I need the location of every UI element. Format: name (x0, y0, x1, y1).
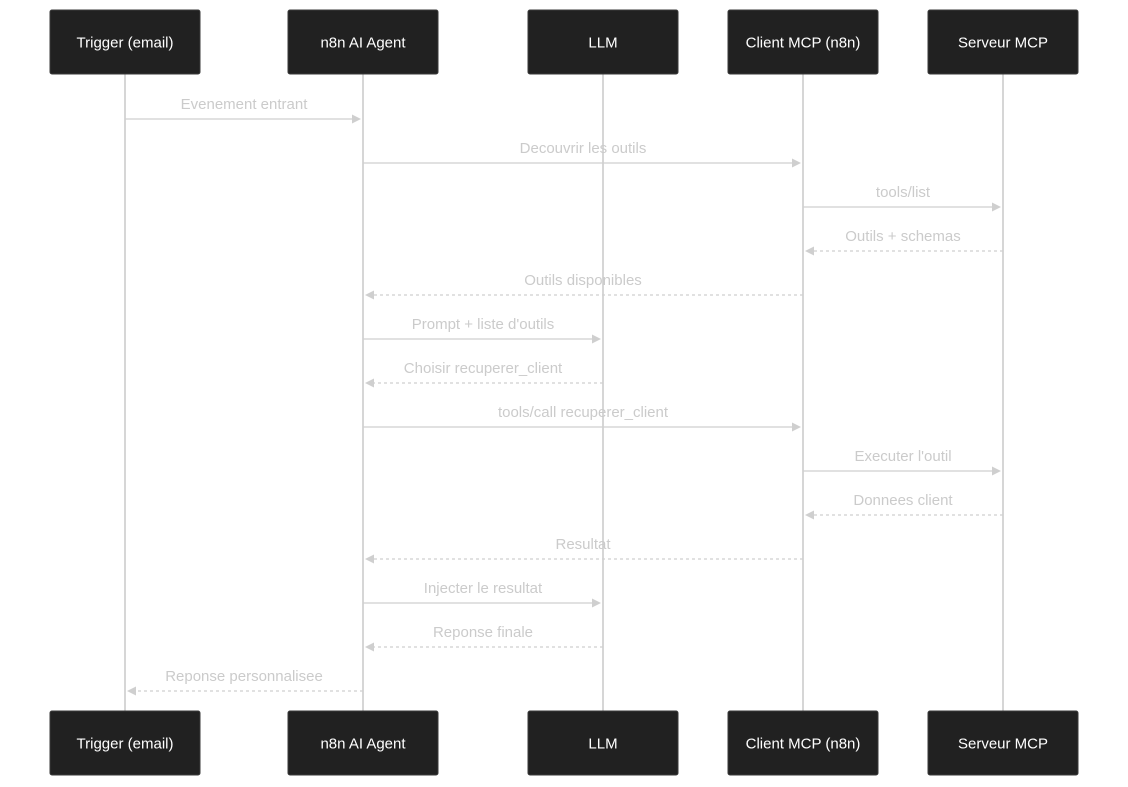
message-label: Evenement entrant (181, 96, 309, 113)
arrowhead-icon (792, 422, 801, 432)
message-label: Resultat (555, 536, 611, 553)
arrowhead-icon (352, 114, 361, 124)
participant-label: Trigger (email) (77, 736, 174, 753)
arrowhead-icon (365, 554, 374, 564)
message-label: tools/list (876, 184, 931, 201)
participant-box (527, 9, 679, 75)
arrowhead-icon (127, 686, 136, 696)
message-9: Executer l'outil (803, 448, 1001, 476)
arrowhead-icon (592, 598, 601, 608)
message-label: Decouvrir les outils (520, 140, 647, 157)
arrowhead-icon (805, 510, 814, 520)
participant-label: n8n AI Agent (320, 35, 406, 52)
message-11: Resultat (365, 536, 803, 564)
message-label: Reponse personnalisee (165, 668, 323, 685)
message-label: Executer l'outil (854, 448, 951, 465)
message-label: Outils + schemas (845, 228, 960, 245)
message-4: Outils + schemas (805, 228, 1003, 256)
message-12: Injecter le resultat (363, 580, 601, 608)
participant-llm-top: LLM (527, 9, 679, 75)
participant-agent-top: n8n AI Agent (287, 9, 439, 75)
participant-label: n8n AI Agent (320, 736, 406, 753)
message-label: tools/call recuperer_client (498, 404, 669, 421)
message-label: Choisir recuperer_client (404, 360, 563, 377)
participant-label: LLM (588, 736, 617, 753)
message-5: Outils disponibles (365, 272, 803, 300)
message-label: Injecter le resultat (424, 580, 543, 597)
arrowhead-icon (365, 378, 374, 388)
participant-server-top: Serveur MCP (927, 9, 1079, 75)
message-10: Donnees client (805, 492, 1003, 520)
message-2: Decouvrir les outils (363, 140, 801, 168)
arrowhead-icon (992, 466, 1001, 476)
message-label: Donnees client (853, 492, 953, 509)
participant-label: LLM (588, 35, 617, 52)
participant-label: Client MCP (n8n) (746, 35, 861, 52)
participant-box (287, 710, 439, 776)
participant-label: Trigger (email) (77, 35, 174, 52)
arrowhead-icon (365, 642, 374, 652)
participant-box (527, 710, 679, 776)
arrowhead-icon (365, 290, 374, 300)
lifelines (124, 74, 1004, 711)
message-13: Reponse finale (365, 624, 603, 652)
arrowhead-icon (592, 334, 601, 344)
participant-server-bottom: Serveur MCP (927, 710, 1079, 776)
message-8: tools/call recuperer_client (363, 404, 801, 432)
arrowhead-icon (992, 202, 1001, 212)
participant-box (49, 9, 201, 75)
message-6: Prompt + liste d'outils (363, 316, 601, 344)
participant-label: Serveur MCP (958, 35, 1048, 52)
participant-label: Serveur MCP (958, 736, 1048, 753)
message-label: Prompt + liste d'outils (412, 316, 555, 333)
participant-llm-bottom: LLM (527, 710, 679, 776)
message-14: Reponse personnalisee (127, 668, 363, 696)
participant-agent-bottom: n8n AI Agent (287, 710, 439, 776)
participant-trigger-top: Trigger (email) (49, 9, 201, 75)
message-label: Reponse finale (433, 624, 533, 641)
message-7: Choisir recuperer_client (365, 360, 603, 388)
participant-client-top: Client MCP (n8n) (727, 9, 879, 75)
message-1: Evenement entrant (125, 96, 361, 124)
participant-box (287, 9, 439, 75)
participant-trigger-bottom: Trigger (email) (49, 710, 201, 776)
message-label: Outils disponibles (524, 272, 642, 289)
participant-box (927, 710, 1079, 776)
arrowhead-icon (792, 158, 801, 168)
actors-top: Trigger (email) n8n AI Agent LLM Client MCP… (49, 9, 1079, 75)
participant-client-bottom: Client MCP (n8n) (727, 710, 879, 776)
participant-box (727, 710, 879, 776)
participant-label: Client MCP (n8n) (746, 736, 861, 753)
actors-bottom: Trigger (email) n8n AI Agent LLM Client MCP… (49, 710, 1079, 776)
participant-box (49, 710, 201, 776)
message-3: tools/list (803, 184, 1001, 212)
participant-box (727, 9, 879, 75)
arrowhead-icon (805, 246, 814, 256)
participant-box (927, 9, 1079, 75)
